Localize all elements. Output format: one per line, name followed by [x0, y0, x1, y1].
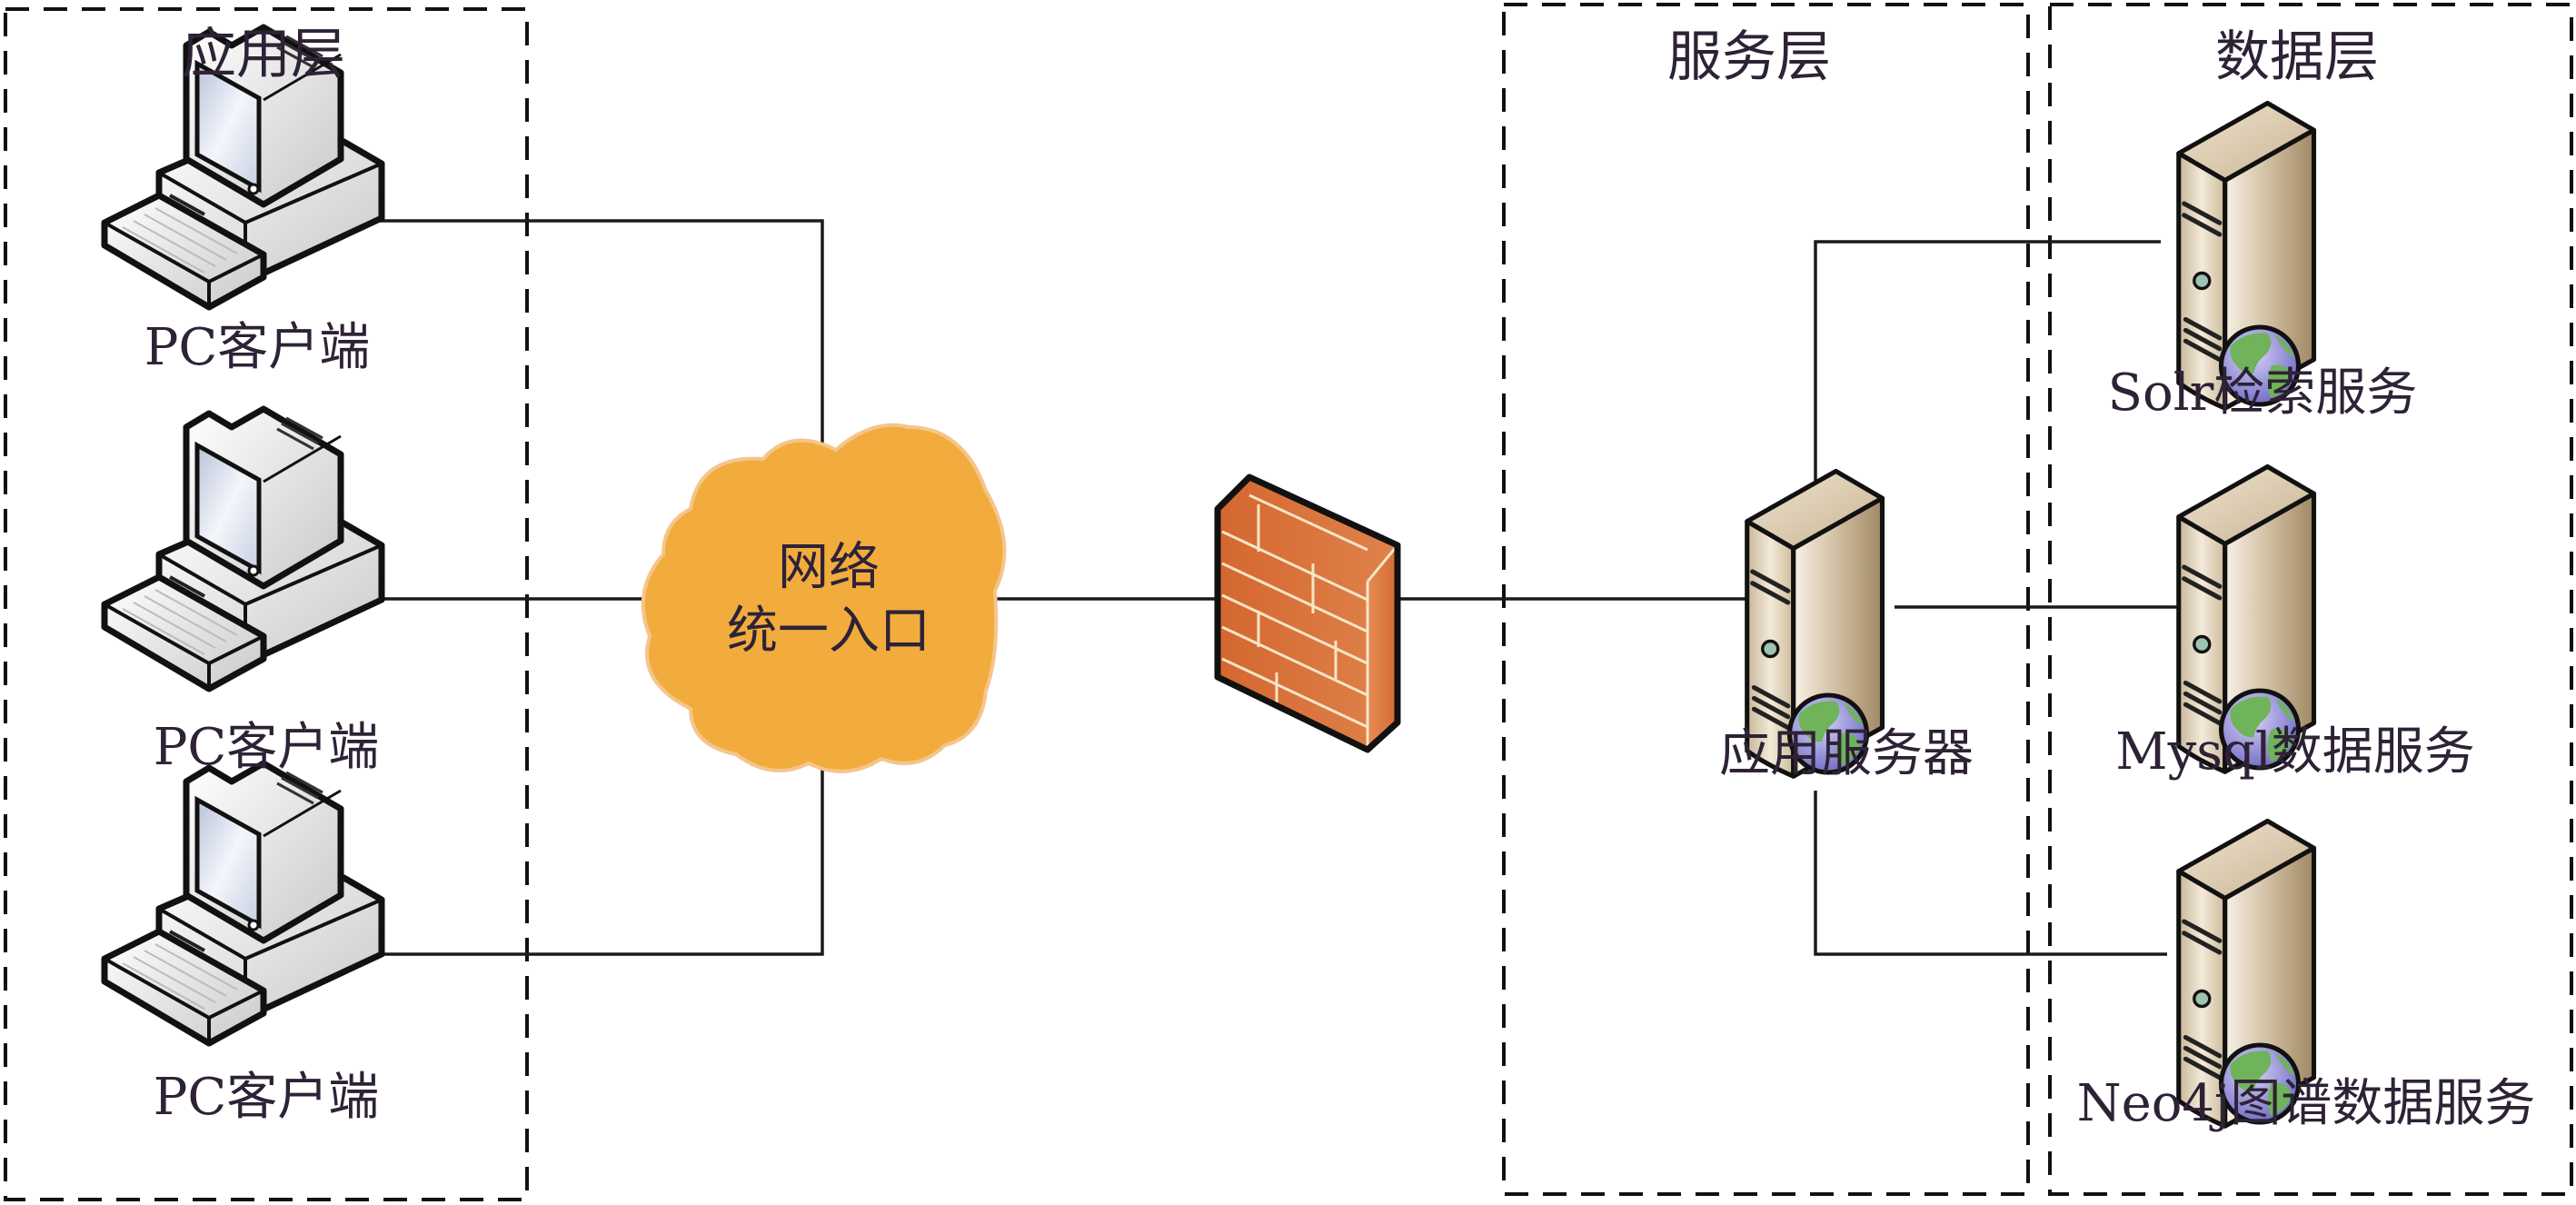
network-label-line1: 网络 — [778, 538, 880, 597]
service-layer-title: 服务层 — [1667, 25, 1831, 89]
network-cloud-icon — [641, 423, 1007, 773]
pc-client-label-3: PC客户端 — [153, 1068, 380, 1127]
neo4j-service-label: Neo4j图谱数据服务 — [2076, 1074, 2536, 1133]
data-layer-box — [2048, 3, 2573, 1196]
link-appserver-neo4j — [1814, 791, 2167, 956]
mysql-service-label: Mysql数据服务 — [2115, 722, 2475, 782]
network-entry-label: 网络 统一入口 — [727, 536, 930, 663]
link-pc3-network — [264, 763, 824, 956]
solr-server-icon — [2179, 99, 2314, 408]
firewall-icon — [1214, 473, 1401, 753]
link-appserver-solr — [1814, 240, 2161, 500]
pc-client-label-1: PC客户端 — [144, 318, 371, 377]
pc-client-icon-2 — [104, 409, 382, 689]
application-layer-title: 应用层 — [182, 23, 345, 86]
link-pc1-network — [363, 219, 824, 473]
app-server-label: 应用服务器 — [1719, 724, 1974, 783]
application-layer-box — [4, 7, 529, 1201]
pc-client-label-2: PC客户端 — [153, 718, 380, 777]
pc-client-icon-3 — [104, 763, 382, 1043]
network-label-line2: 统一入口 — [727, 602, 930, 661]
data-layer-title: 数据层 — [2215, 25, 2379, 89]
solr-service-label: Solr检索服务 — [2107, 363, 2418, 423]
